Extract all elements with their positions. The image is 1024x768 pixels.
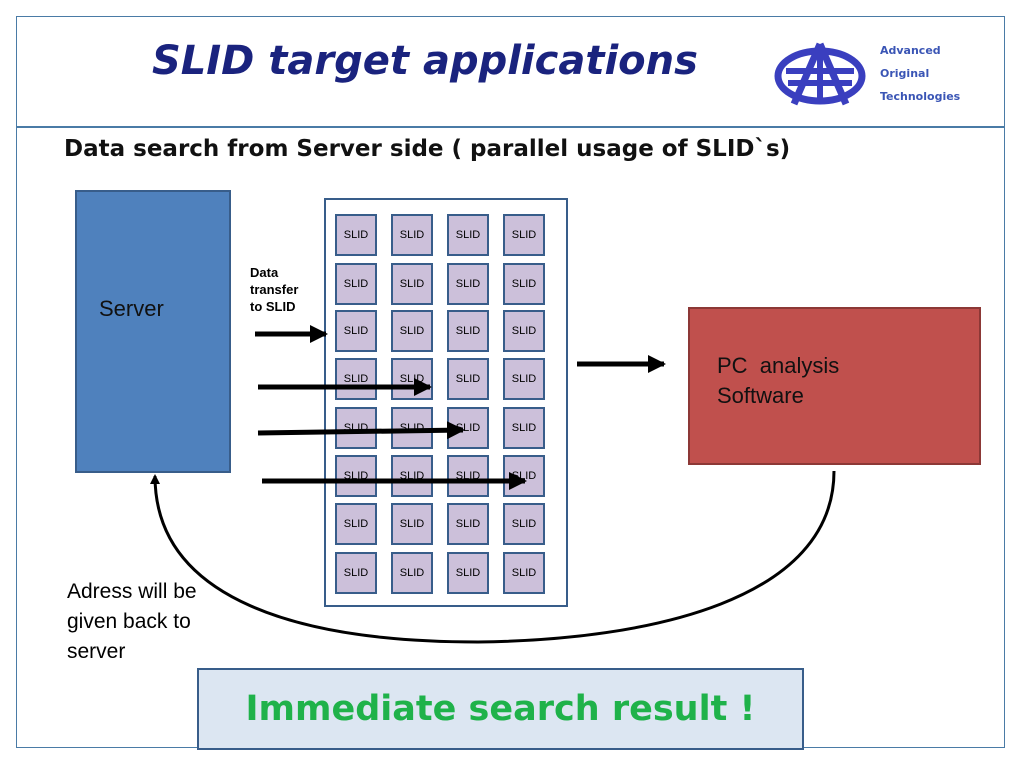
slid-cell: SLID [335, 310, 377, 352]
result-text: Immediate search result ! [245, 689, 756, 729]
result-banner: Immediate search result ! [197, 668, 804, 750]
slid-cell: SLID [447, 503, 489, 545]
data-transfer-label: Data transfer to SLID [250, 264, 298, 315]
slid-cell: SLID [503, 358, 545, 400]
slid-cell: SLID [391, 358, 433, 400]
logo-globe-icon [774, 42, 866, 106]
slid-cell: SLID [335, 358, 377, 400]
slid-cell: SLID [391, 310, 433, 352]
slid-cell: SLID [503, 503, 545, 545]
pc-analysis-node: PC analysis Software [688, 307, 981, 465]
slid-cell: SLID [503, 407, 545, 449]
slid-cell: SLID [447, 214, 489, 256]
slid-cell: SLID [503, 263, 545, 305]
slid-cell: SLID [335, 263, 377, 305]
transfer-label-line: transfer [250, 282, 299, 297]
slid-cell: SLID [447, 358, 489, 400]
slid-cell: SLID [391, 503, 433, 545]
slid-cell: SLID [335, 552, 377, 594]
slid-cell: SLID [447, 455, 489, 497]
slid-cell: SLID [335, 214, 377, 256]
pc-label-line: PC analysis [717, 353, 840, 378]
slid-cell: SLID [391, 407, 433, 449]
title-divider [17, 126, 1004, 128]
slid-cell: SLID [335, 455, 377, 497]
logo-text-advanced: Advanced [880, 44, 941, 57]
logo-text-original: Original [880, 67, 930, 80]
slid-cell: SLID [447, 310, 489, 352]
slid-cell: SLID [391, 552, 433, 594]
slid-cell: SLID [391, 214, 433, 256]
slid-cell: SLID [391, 263, 433, 305]
slid-cell: SLID [503, 552, 545, 594]
slid-cell: SLID [503, 214, 545, 256]
slid-array-node: SLID SLID SLID SLID SLID SLID SLID SLID SLID SLID… [324, 198, 568, 607]
server-label: Server [99, 296, 164, 321]
slid-cell: SLID [447, 263, 489, 305]
transfer-label-line: to SLID [250, 299, 296, 314]
slid-cell: SLID [335, 503, 377, 545]
slid-cell: SLID [447, 552, 489, 594]
server-node: Server [75, 190, 231, 473]
pc-label-line: Software [717, 383, 804, 408]
pc-analysis-label: PC analysis Software [717, 351, 887, 411]
return-address-label: Adress will be given back to server [67, 580, 197, 663]
slid-cell: SLID [391, 455, 433, 497]
company-logo: Advanced Original Technologies [772, 38, 972, 112]
slide-subtitle: Data search from Server side ( parallel … [64, 136, 791, 162]
logo-text-technologies: Technologies [880, 90, 961, 103]
slide-title: SLID target applications [152, 38, 698, 84]
slid-cell: SLID [447, 407, 489, 449]
transfer-label-line: Data [250, 265, 279, 280]
slid-cell: SLID [335, 407, 377, 449]
slid-cell: SLID [503, 310, 545, 352]
slid-cell: SLID [503, 455, 545, 497]
